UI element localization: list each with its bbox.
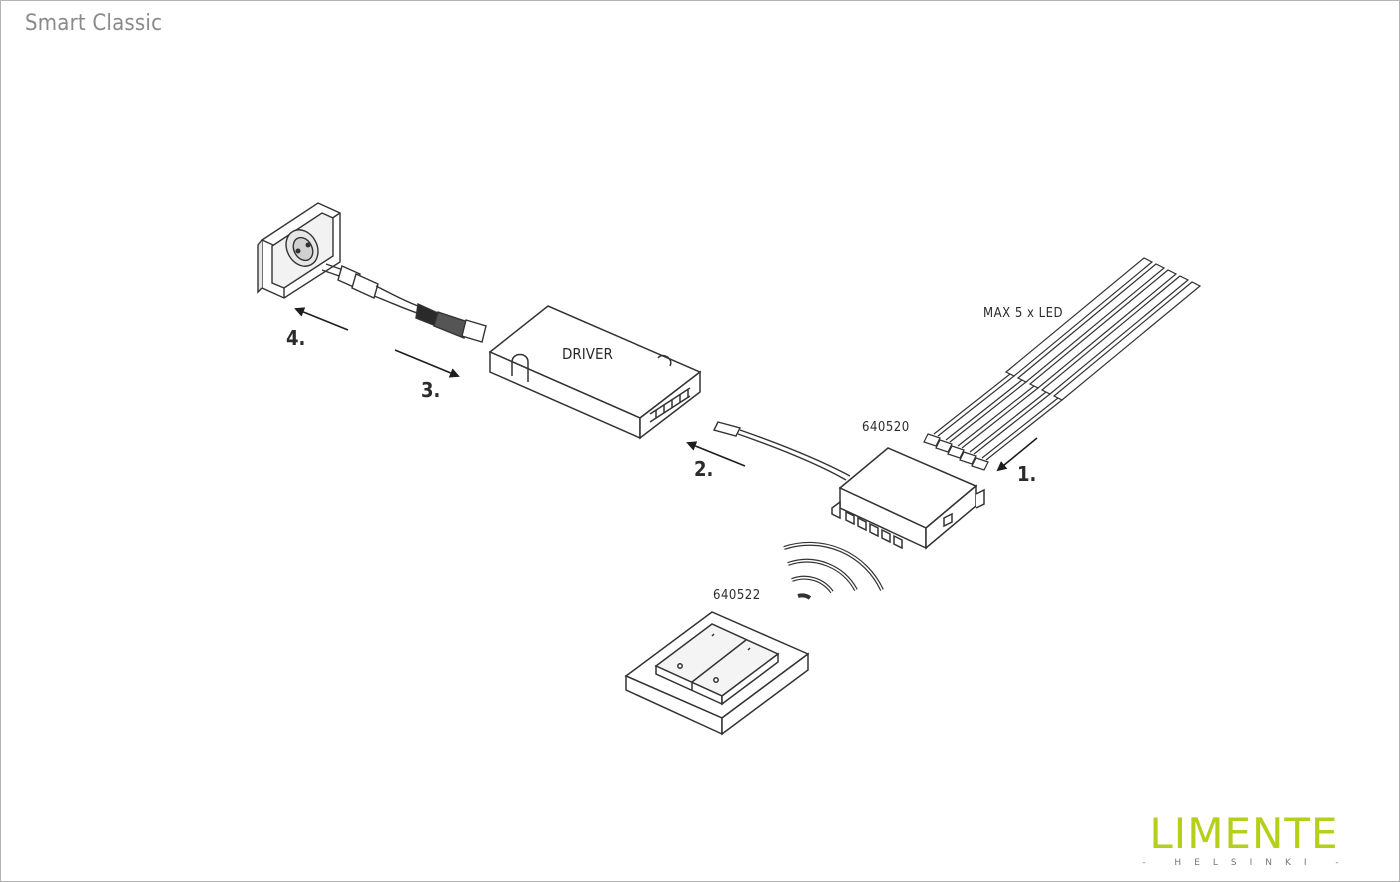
- max-led-label: MAX 5 x LED: [983, 306, 1063, 321]
- led-strips: [923, 257, 1202, 471]
- wall-socket: [257, 202, 341, 299]
- receiver-box: [831, 447, 985, 550]
- arrow-step-3: [394, 349, 460, 378]
- step-1-label: 1.: [1017, 462, 1036, 486]
- step-3-label: 3.: [421, 378, 440, 402]
- mains-plug-cable: [321, 263, 487, 343]
- receiver-code-label: 640520: [862, 420, 910, 435]
- driver-label: DRIVER: [562, 345, 613, 363]
- step-4-label: 4.: [286, 326, 305, 350]
- step-2-label: 2.: [694, 457, 713, 481]
- driver-box: [488, 305, 702, 440]
- page-title: Smart Classic: [25, 11, 163, 36]
- switch-code-label: 640522: [713, 588, 761, 603]
- wall-switch: [624, 611, 810, 736]
- arrow-step-1: [996, 437, 1038, 472]
- arrow-step-4: [294, 307, 349, 331]
- wireless-signal-icon: [783, 541, 884, 600]
- wireless-signal-icon-inner: [783, 543, 883, 593]
- brand-logo: LIMENTE - HELSINKI -: [1126, 812, 1362, 869]
- arrow-step-2: [686, 441, 746, 467]
- brand-name: LIMENTE: [1149, 809, 1339, 858]
- brand-subtitle: - HELSINKI -: [1142, 858, 1352, 868]
- connector-cable: [712, 421, 851, 481]
- step-arrows: [294, 307, 1038, 472]
